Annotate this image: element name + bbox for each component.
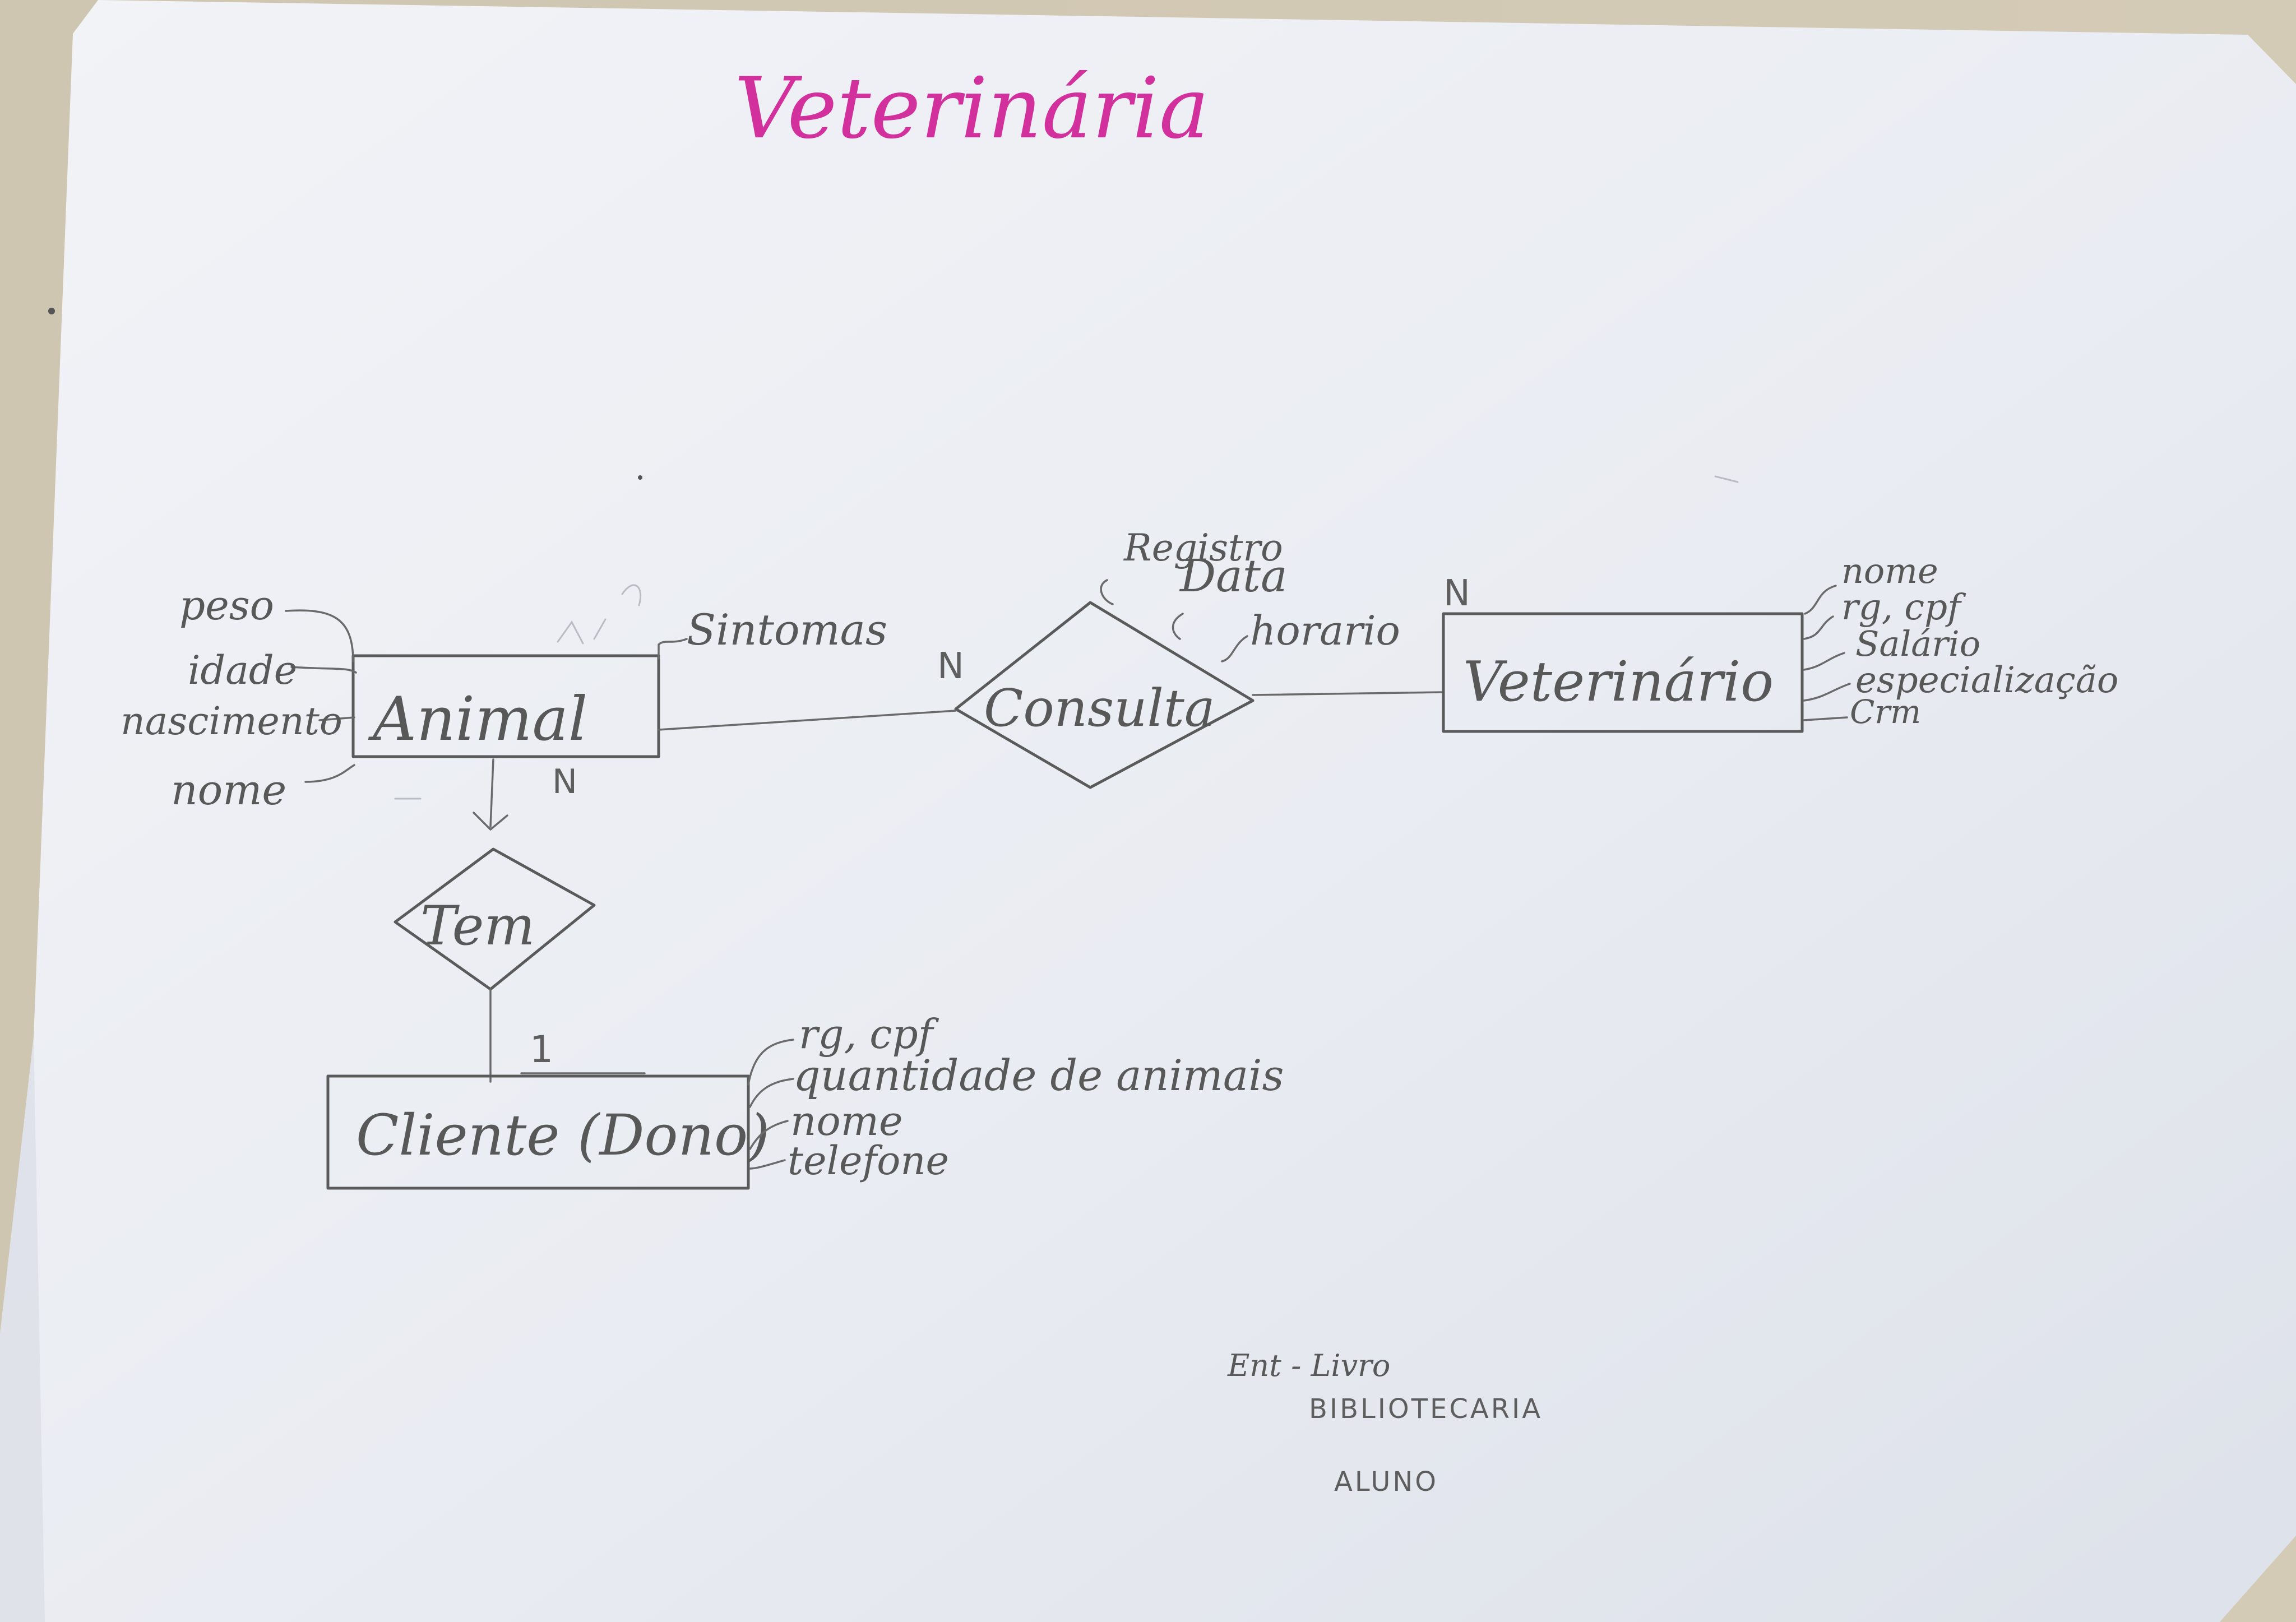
vet-attr-connector: [1803, 615, 1834, 640]
card-animal-tem: N: [552, 762, 577, 801]
vet-attr-salario: Salário: [1855, 623, 1980, 664]
cliente-attr-telefone: telefone: [788, 1138, 949, 1184]
consulta-attr-data: Data: [1179, 550, 1288, 602]
cliente-attr-quantidade: quantidade de animais: [793, 1050, 1284, 1100]
card-cliente-tem: 1: [530, 1028, 553, 1071]
vet-attr-connector: [1803, 652, 1845, 671]
vet-attr-crm: Crm: [1850, 693, 1921, 731]
relationship-consulta-label: Consulta: [984, 678, 1215, 738]
link-animal-consulta: [658, 710, 957, 731]
animal-attr-connector: [304, 764, 355, 783]
paper-shadow: [0, 1037, 45, 1622]
animal-attr-peso: peso: [179, 582, 274, 629]
animal-attr-sintomas: Sintomas: [687, 605, 887, 655]
link-animal-tem: [473, 758, 508, 831]
entity-animal-label: Animal: [368, 684, 587, 754]
vet-attr-especializacao: especialização: [1855, 660, 2118, 701]
entity-cliente-label: Cliente (Dono): [356, 1102, 770, 1168]
entity-animal-box: [351, 654, 660, 758]
card-consulta-veterinario: N: [1443, 573, 1470, 614]
vet-attr-connector: [1803, 716, 1848, 721]
cliente-attr-connector: [747, 1039, 794, 1086]
consulta-attr-connector: [1221, 635, 1248, 662]
entity-veterinario-label: Veterinário: [1463, 650, 1774, 714]
consulta-attr-horario: horario: [1250, 607, 1400, 654]
card-consulta-animal: N: [937, 646, 964, 687]
consulta-attr-registro: Registro: [1123, 526, 1283, 569]
cliente-attr-nome: nome: [790, 1097, 903, 1144]
animal-attr-connector: [290, 666, 357, 674]
cliente-attr-connector: [749, 1078, 794, 1108]
stray-mark: [1714, 475, 1739, 483]
diagram-title: Veterinária: [734, 60, 1209, 157]
cliente-attr-connector: [749, 1159, 786, 1170]
consulta-attr-connector: [1172, 613, 1184, 640]
note-line-1: Ent - Livro: [1227, 1348, 1390, 1383]
vet-attr-nome: nome: [1841, 550, 1938, 591]
note-line-3: ALUNO: [1334, 1466, 1438, 1498]
relationship-consulta-diamond: [954, 601, 1255, 789]
animal-sintomas-connector: [658, 638, 688, 660]
entity-cliente-box: [326, 1074, 750, 1190]
animal-attr-idade: idade: [188, 647, 297, 693]
entity-veterinario-box: [1442, 612, 1804, 733]
stray-dot: [638, 475, 642, 480]
consulta-attr-connector: [1100, 579, 1114, 605]
note-line-2: BIBLIOTECARIA: [1309, 1393, 1543, 1425]
vet-attr-connector: [1803, 683, 1851, 702]
vet-attr-connector: [1804, 585, 1837, 615]
stray-dot: [48, 308, 55, 314]
cliente-attr-connector: [749, 1120, 789, 1150]
cliente-attr-rg-cpf: rg, cpf: [799, 1011, 939, 1058]
animal-attr-connector: [285, 609, 354, 662]
relationship-tem-label: Tem: [420, 895, 535, 957]
animal-attr-connector: [318, 716, 355, 721]
animal-attr-nome: nome: [171, 766, 286, 814]
animal-attr-nascimento: nascimento: [121, 699, 342, 744]
erased-mark: [557, 584, 642, 645]
link-consulta-veterinario: [1252, 691, 1445, 696]
vet-attr-rg-cpf: rg, cpf: [1841, 587, 1966, 628]
